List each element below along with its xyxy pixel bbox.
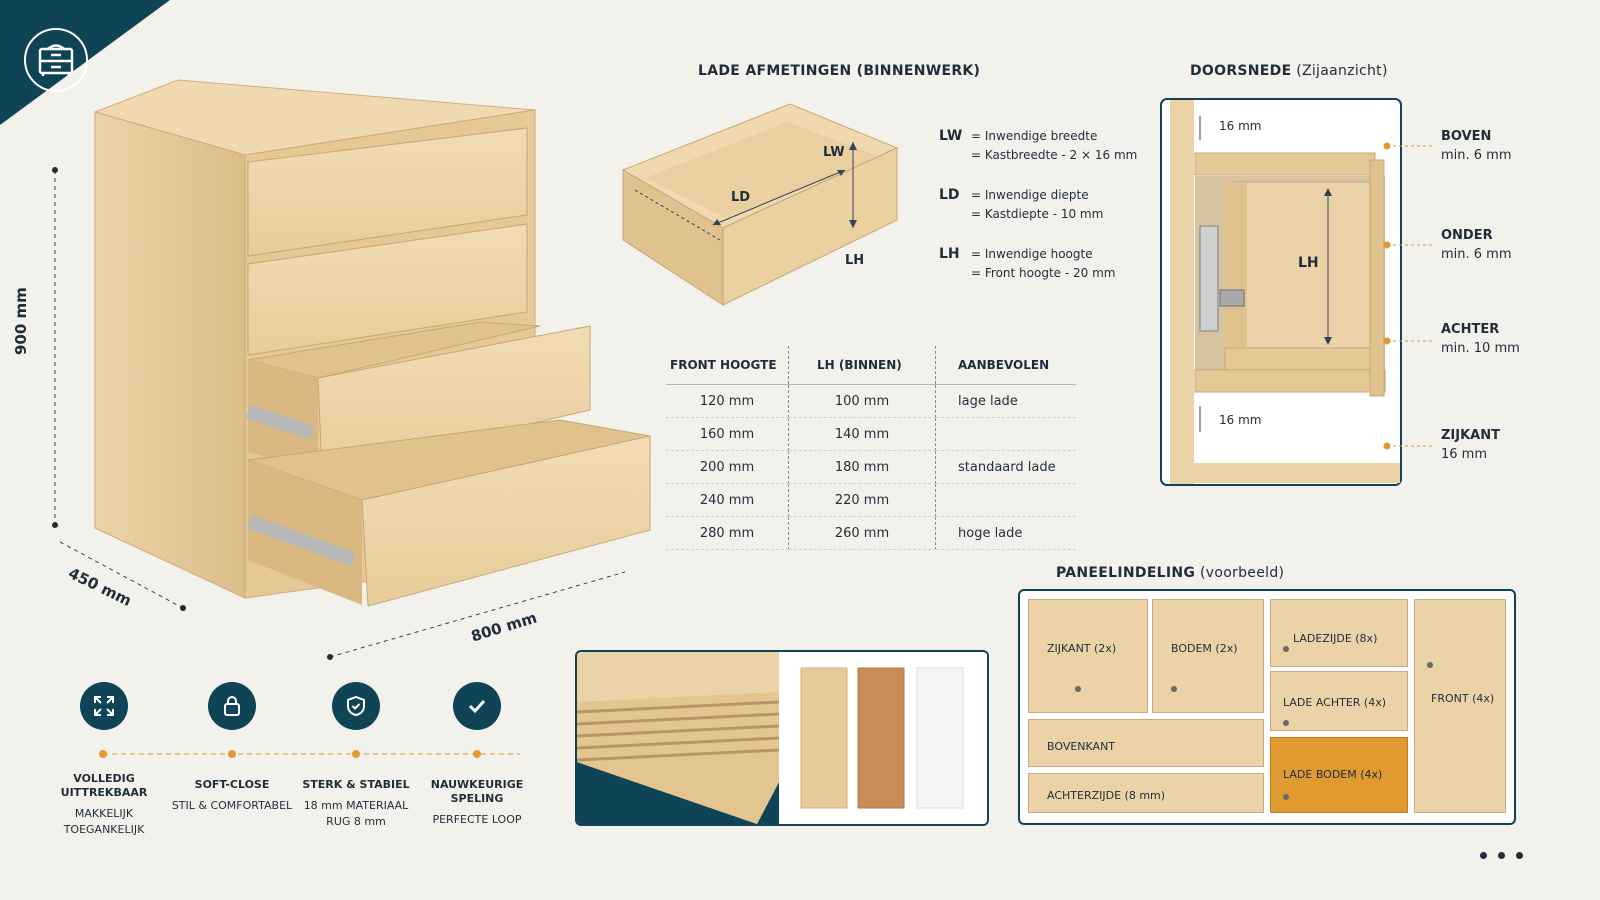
table-header: FRONT HOOGTE [666,346,789,385]
cabinet-illustration [52,79,651,660]
formula-lw: LW = Inwendige breedte = Kastbreedte - 2… [939,128,1138,162]
table-header: LH (BINNEN) [788,346,936,385]
pager-dot [1498,852,1505,859]
panel-ladezijde: LADEZIJDE (8x) [1270,599,1408,667]
lock-icon [208,682,256,730]
section-title: DOORSNEDE (Zijaanzicht) [1190,63,1388,79]
panel-front: FRONT (4x) [1414,599,1506,813]
feature-full-extension: VOLLEDIG UITTREKBAAR MAKKELIJK TOEGANKEL… [39,682,169,838]
feature-strong-stable: STERK & STABIEL 18 mm MATERIAAL RUG 8 mm [291,682,421,830]
section-lh-label: LH [1298,255,1319,271]
panel-lade-bodem: LADE BODEM (4x) [1270,737,1408,813]
ld-label: LD [731,190,751,205]
panel-lade-achter: LADE ACHTER (4x) [1270,671,1408,731]
drawer-dims-title: LADE AFMETINGEN (BINNENWERK) [698,63,981,79]
feature-precise-gap: NAUWKEURIGE SPELING PERFECTE LOOP [412,682,542,828]
cross-section-illustration [1160,98,1402,486]
panel-layout: ZIJKANT (2x) BODEM (2x) LADEZIJDE (8x) L… [1018,589,1516,825]
panel-achterzijde: ACHTERZIJDE (8 mm) [1028,773,1264,813]
material-samples [575,650,989,826]
panels-title: PANEELINDELING (voorbeeld) [1056,565,1285,581]
table-header: AANBEVOLEN [935,346,1076,385]
expand-icon [80,682,128,730]
panel-zijkant: ZIJKANT (2x) [1028,599,1148,713]
shield-check-icon [332,682,380,730]
formula-ld: LD = Inwendige diepte = Kastdiepte - 10 … [939,187,1104,221]
drawer-box-illustration [621,103,899,306]
pager-dot [1516,852,1523,859]
feature-soft-close: SOFT-CLOSE STIL & COMFORTABEL [167,682,297,814]
lh-label: LH [845,253,865,268]
drawer-height-table: FRONT HOOGTE LH (BINNEN) AANBEVOLEN 120 … [666,346,1076,550]
feature-timeline [99,750,520,758]
lw-label: LW [823,145,845,160]
panel-bodem: BODEM (2x) [1152,599,1264,713]
cabinet-height-label: 900 mm [12,287,30,355]
formula-lh: LH = Inwendige hoogte = Front hoogte - 2… [939,246,1116,280]
panel-bovenkant: BOVENKANT [1028,719,1264,767]
pager-dot [1480,852,1487,859]
section-leader-lines [1383,142,1432,450]
check-icon [453,682,501,730]
dresser-logo-icon [24,28,88,92]
top-dim-label: 16 mm [1219,119,1262,133]
bottom-dim-label: 16 mm [1219,413,1262,427]
